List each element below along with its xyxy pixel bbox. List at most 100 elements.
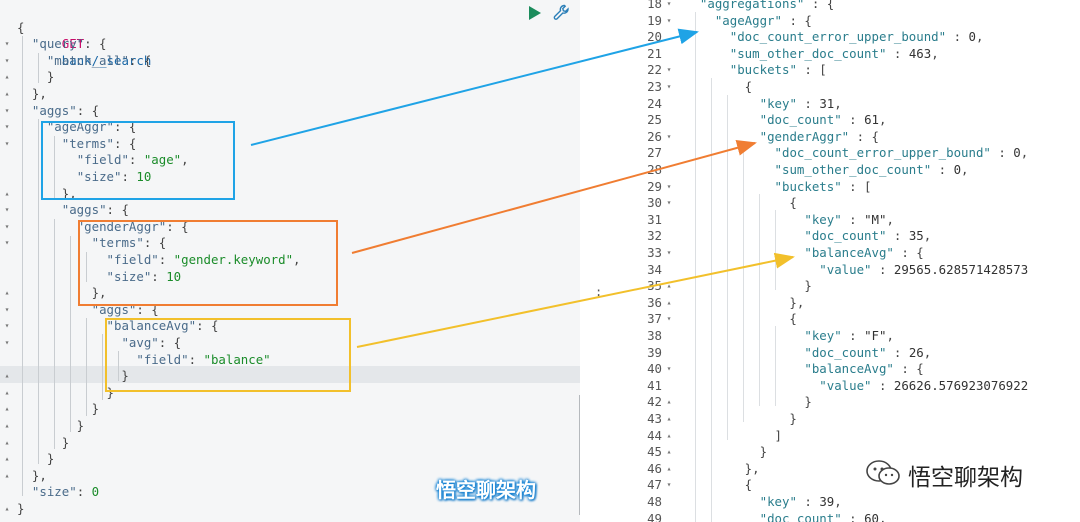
fold-toggle-icon[interactable]: ▾	[666, 181, 672, 191]
code-token: ,	[931, 45, 939, 61]
fold-toggle-icon[interactable]: ▾	[4, 122, 10, 132]
code-token	[685, 162, 775, 177]
fold-toggle-icon[interactable]: ▴	[4, 89, 10, 98]
fold-toggle-icon[interactable]: ▴	[4, 387, 10, 397]
code-token: 10	[136, 169, 152, 184]
code-token	[685, 29, 730, 44]
fold-toggle-icon[interactable]: ▴	[4, 371, 10, 381]
fold-toggle-icon[interactable]: ▴	[666, 281, 672, 291]
code-token: "doc_count_error_upper_bound"	[729, 29, 947, 45]
code-token: : {	[143, 235, 167, 251]
code-token	[685, 511, 760, 522]
fold-toggle-icon[interactable]: ▴	[4, 404, 10, 414]
fold-toggle-icon[interactable]: ▾	[666, 0, 672, 8]
code-token: 29565.628571428573	[893, 261, 1029, 277]
code-token	[685, 96, 760, 111]
fold-toggle-icon[interactable]: ▾	[666, 65, 672, 75]
line-number: 37	[647, 311, 662, 327]
code-token: "size"	[31, 484, 77, 500]
line-number: 47	[647, 477, 662, 493]
fold-toggle-icon[interactable]: ▴	[4, 504, 10, 513]
code-token: }	[17, 368, 129, 384]
fold-toggle-icon[interactable]: ▾	[4, 39, 10, 49]
code-token: "value"	[819, 261, 872, 277]
fold-toggle-icon[interactable]: ▴	[666, 414, 672, 423]
code-token: "buckets"	[774, 178, 842, 194]
fold-toggle-icon[interactable]: ▾	[4, 321, 10, 331]
code-token: 60	[864, 510, 879, 522]
code-token	[685, 112, 760, 127]
line-number: 44	[647, 427, 662, 443]
fold-toggle-icon[interactable]: ▾	[666, 364, 672, 374]
active-line-highlight	[0, 366, 580, 383]
code-token	[17, 36, 32, 51]
fold-toggle-icon[interactable]: ▴	[666, 447, 672, 457]
fold-toggle-icon[interactable]: ▴	[4, 437, 10, 447]
code-token: ,	[878, 510, 887, 522]
line-number: 32	[647, 228, 662, 244]
fold-toggle-icon[interactable]: ▾	[4, 221, 10, 231]
code-token: :	[886, 344, 909, 360]
fold-toggle-icon[interactable]: ▾	[4, 205, 10, 215]
indent-guide	[695, 12, 696, 522]
code-token: }	[17, 501, 25, 516]
code-token: 463	[908, 45, 932, 61]
code-token: :	[990, 145, 1014, 161]
code-token: "key"	[759, 494, 797, 509]
line-number: 33	[647, 245, 662, 260]
code-token: "value"	[819, 377, 872, 393]
fold-toggle-icon[interactable]: ▴	[666, 397, 672, 407]
fold-toggle-icon[interactable]: ▾	[666, 248, 672, 257]
code-token: {	[685, 195, 797, 211]
fold-toggle-icon[interactable]: ▾	[4, 338, 10, 347]
code-token: }	[17, 69, 55, 85]
code-token: : {	[76, 102, 100, 118]
fold-toggle-icon[interactable]: ▾	[666, 131, 672, 141]
code-token: :	[886, 228, 909, 244]
code-token: "doc_count"	[759, 112, 842, 128]
request-line[interactable]: GET bank/_search	[0, 3, 152, 68]
line-number: 34	[647, 261, 662, 277]
line-number: 31	[647, 211, 662, 227]
scrollbar[interactable]	[579, 395, 580, 515]
code-token: "sum_other_doc_count"	[774, 162, 932, 177]
code-token: :	[158, 252, 174, 267]
code-token: },	[17, 467, 47, 483]
response-viewer[interactable]: 18▾ "aggregations" : {19▾ "ageAggr" : {2…	[610, 0, 1080, 522]
code-token: 35	[908, 228, 924, 244]
line-number: 36	[647, 294, 662, 310]
code-token	[685, 0, 700, 11]
fold-toggle-icon[interactable]: ▾	[4, 238, 10, 248]
wrench-icon[interactable]	[553, 4, 571, 22]
indent-guide	[711, 78, 712, 522]
fold-toggle-icon[interactable]: ▾	[666, 82, 672, 91]
fold-toggle-icon[interactable]: ▴	[4, 72, 10, 82]
fold-toggle-icon[interactable]: ▴	[666, 297, 672, 307]
fold-toggle-icon[interactable]: ▾	[666, 314, 672, 324]
fold-toggle-icon[interactable]: ▾	[666, 15, 672, 25]
code-token: "doc_count_error_upper_bound"	[774, 145, 991, 161]
code-token: "terms"	[91, 235, 144, 251]
pane-resize-handle[interactable]: :	[595, 285, 603, 299]
code-token: :	[151, 268, 167, 284]
fold-toggle-icon[interactable]: ▾	[4, 304, 10, 314]
play-triangle-icon[interactable]	[528, 5, 542, 21]
code-token: "aggregations"	[699, 0, 805, 11]
fold-toggle-icon[interactable]: ▾	[4, 138, 10, 148]
watermark-right: 悟空聊架构	[908, 465, 1023, 491]
fold-toggle-icon[interactable]: ▾	[666, 480, 672, 490]
fold-toggle-icon[interactable]: ▾	[4, 55, 10, 65]
code-token	[685, 494, 760, 509]
fold-toggle-icon[interactable]: ▴	[666, 463, 672, 473]
code-token	[685, 345, 804, 360]
fold-toggle-icon[interactable]: ▴	[4, 188, 10, 198]
fold-toggle-icon[interactable]: ▴	[4, 421, 10, 430]
fold-toggle-icon[interactable]: ▴	[4, 454, 10, 464]
fold-toggle-icon[interactable]: ▴	[4, 288, 10, 298]
code-token: "balanceAvg"	[804, 245, 894, 260]
line-number: 46	[647, 460, 662, 476]
fold-toggle-icon[interactable]: ▴	[4, 470, 10, 480]
fold-toggle-icon[interactable]: ▾	[666, 198, 672, 208]
fold-toggle-icon[interactable]: ▴	[666, 430, 672, 440]
fold-toggle-icon[interactable]: ▾	[4, 105, 10, 115]
